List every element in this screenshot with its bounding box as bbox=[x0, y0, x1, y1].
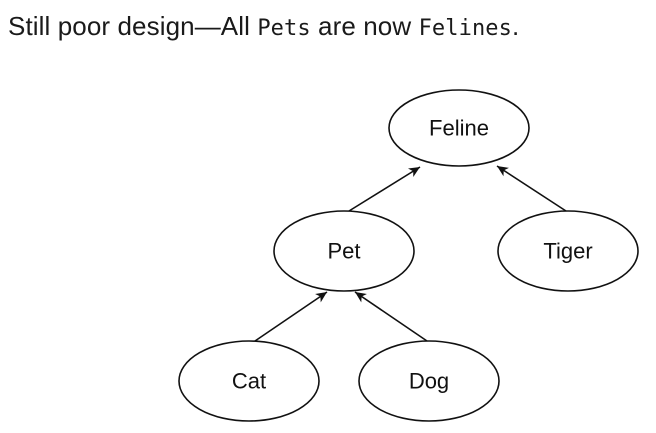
node-dog-label: Dog bbox=[409, 369, 449, 394]
node-feline: Feline bbox=[388, 89, 530, 167]
node-cat: Cat bbox=[178, 340, 320, 422]
caption-text-middle: are now bbox=[310, 11, 419, 41]
edge-dog-to-pet bbox=[354, 291, 428, 342]
edge-tiger-to-feline bbox=[496, 165, 567, 212]
caption-code-pets: Pets bbox=[257, 16, 311, 41]
node-feline-shape bbox=[388, 89, 530, 167]
caption: Still poor design—All Pets are now Felin… bbox=[8, 8, 648, 47]
edge-cat-to-pet bbox=[254, 291, 328, 342]
caption-text-before: Still poor design—All bbox=[8, 11, 258, 41]
node-dog: Dog bbox=[358, 340, 500, 422]
node-pet: Pet bbox=[273, 210, 415, 292]
node-cat-label: Cat bbox=[232, 369, 266, 394]
node-cat-shape bbox=[178, 340, 320, 422]
node-tiger: Tiger bbox=[497, 210, 639, 292]
node-pet-label: Pet bbox=[327, 239, 360, 264]
caption-code-felines: Felines bbox=[418, 16, 512, 41]
edges bbox=[254, 165, 567, 342]
node-tiger-shape bbox=[497, 210, 639, 292]
edge-pet-to-feline bbox=[348, 166, 421, 212]
node-pet-shape bbox=[273, 210, 415, 292]
node-dog-shape bbox=[358, 340, 500, 422]
node-feline-label: Feline bbox=[429, 116, 489, 141]
caption-text-after: . bbox=[512, 11, 520, 41]
node-tiger-label: Tiger bbox=[543, 239, 592, 264]
